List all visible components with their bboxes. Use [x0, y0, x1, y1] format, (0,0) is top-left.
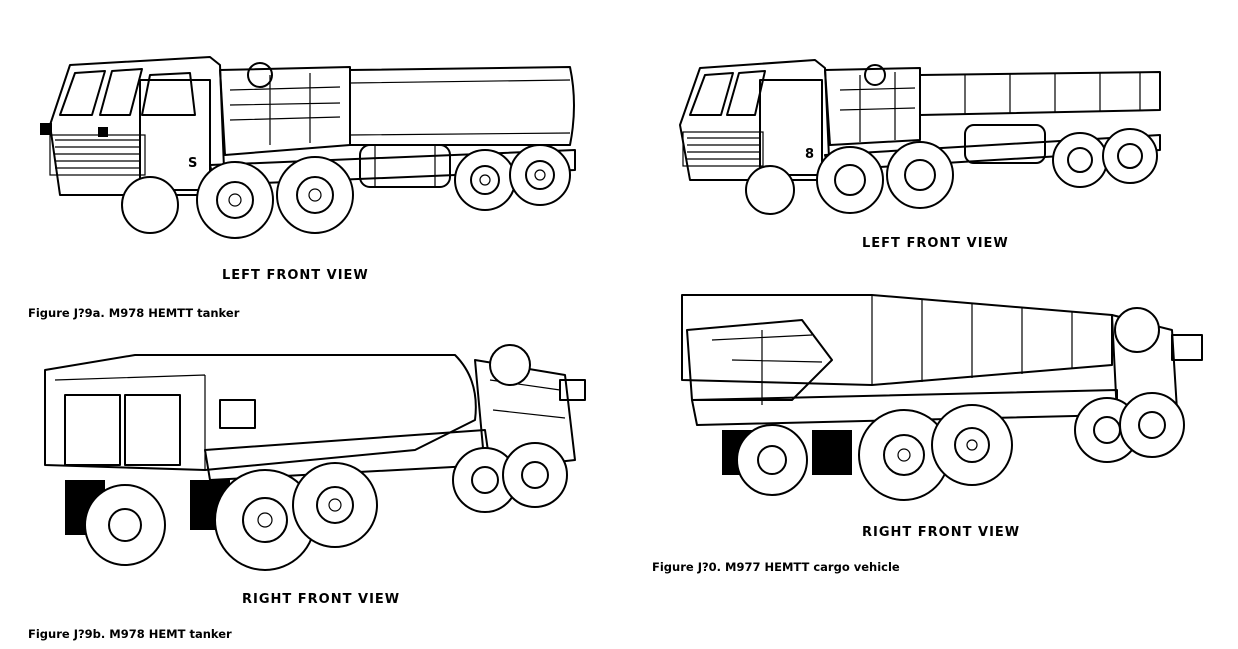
fuel-tank: [349, 66, 575, 146]
wheel: [509, 144, 571, 206]
truck-cab: [679, 59, 831, 181]
figure-caption: Figure J?0. M977 HEMTT cargo vehicle: [652, 560, 900, 574]
wheel: [816, 146, 884, 214]
wheel: [502, 442, 568, 508]
wheel: [736, 424, 808, 496]
tanker-right-front-drawing: [35, 340, 595, 580]
wheel: [292, 462, 378, 548]
cargo-left-front-drawing: 8: [665, 50, 1175, 225]
wheel: [121, 176, 179, 234]
door-number: 8: [805, 147, 814, 162]
wheel: [84, 484, 166, 566]
view-label: RIGHT FRONT VIEW: [242, 592, 401, 607]
crane: [824, 64, 921, 146]
spare-wheel: [1114, 307, 1160, 353]
fuel-cylinder: [359, 144, 451, 188]
wheel: [1102, 128, 1158, 184]
wheel: [886, 141, 954, 209]
figure-caption: Figure J?9b. M978 HEMT tanker: [28, 627, 232, 641]
wheel: [276, 156, 354, 234]
mud-flap: [812, 430, 852, 475]
wheel: [1119, 392, 1185, 458]
view-label: LEFT FRONT VIEW: [222, 268, 369, 283]
crane: [686, 319, 833, 405]
wheel: [858, 409, 950, 501]
view-label: RIGHT FRONT VIEW: [862, 525, 1021, 540]
cargo-right-front-drawing: [672, 290, 1212, 515]
truck-cab: [40, 56, 226, 196]
wheel: [931, 404, 1013, 486]
tanker-left-front-drawing: S: [30, 45, 590, 255]
wheel: [214, 469, 316, 571]
wheel: [196, 161, 274, 239]
wheel: [452, 447, 518, 513]
wheel: [454, 149, 516, 211]
fuel-cylinder: [964, 124, 1046, 164]
figure-caption: Figure J?9a. M978 HEMTT tanker: [28, 306, 240, 320]
wheel: [1052, 132, 1108, 188]
cargo-bed: [919, 71, 1161, 116]
cargo-bed: [681, 294, 1113, 386]
fuel-tank: [44, 354, 477, 471]
spare-wheel: [489, 344, 531, 386]
view-label: LEFT FRONT VIEW: [862, 236, 1009, 251]
door-number: S: [188, 156, 197, 171]
wheel: [745, 165, 795, 215]
pump-equipment: [219, 62, 351, 156]
